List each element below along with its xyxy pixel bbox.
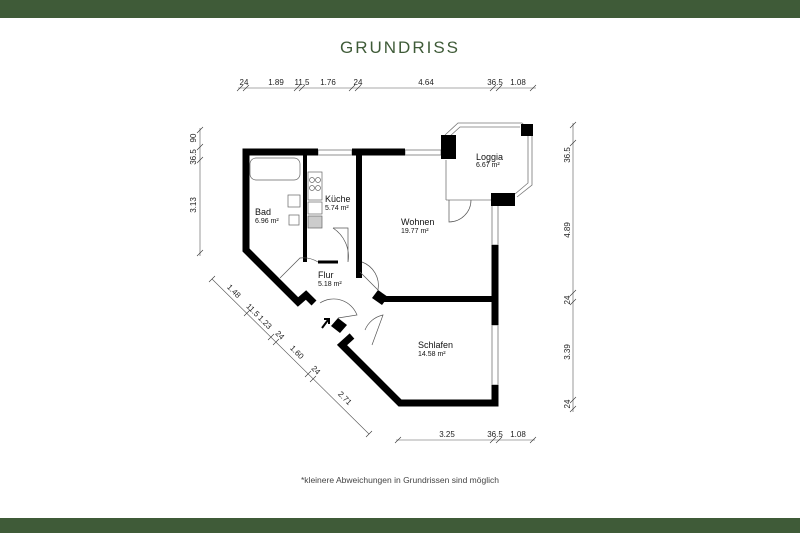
dim-bottom-1: 36.5 <box>487 430 503 439</box>
room-kueche-name: Küche <box>325 194 351 204</box>
dishwasher <box>307 215 323 229</box>
room-wohnen-area: 19.77 m² <box>401 228 429 235</box>
page-title: GRUNDRISS <box>339 38 460 57</box>
dim-diag-2: 1.23 <box>256 314 274 332</box>
dim-left-0: 90 <box>189 133 198 142</box>
dim-diag-5: 24 <box>309 364 322 377</box>
dim-top-4: 24 <box>354 78 363 87</box>
walls <box>242 148 499 407</box>
dim-top-2: 11.5 <box>295 78 311 87</box>
washbasin <box>287 194 301 208</box>
bathtub <box>249 157 301 181</box>
room-labels: Bad 6.96 m² Küche 5.74 m² Wohnen 19.77 m… <box>255 152 503 358</box>
dim-top-3: 1.76 <box>320 78 336 87</box>
top-bar <box>0 0 800 18</box>
dim-right-4: 24 <box>563 399 572 408</box>
room-flur-area: 5.18 m² <box>318 281 342 288</box>
dim-top-6: 36.5 <box>487 78 503 87</box>
entrance-arrow-icon <box>321 318 330 329</box>
dim-bottom-0: 3.25 <box>439 430 455 439</box>
dim-diag-6: 2.71 <box>336 390 354 408</box>
room-bad-name: Bad <box>255 207 271 217</box>
pillars <box>331 124 533 333</box>
dim-right-1: 4.89 <box>563 222 572 238</box>
room-schlafen-area: 14.58 m² <box>418 351 446 358</box>
sink <box>307 201 323 215</box>
dim-left-2: 3.13 <box>189 197 198 213</box>
room-flur-name: Flur <box>318 270 334 280</box>
toilet <box>288 214 300 226</box>
dim-right-3: 3.39 <box>563 344 572 360</box>
dim-right-2: 24 <box>563 295 572 304</box>
dim-diag-3: 24 <box>273 329 286 342</box>
room-bad-area: 6.96 m² <box>255 218 279 225</box>
dim-left-1: 36.5 <box>189 149 198 165</box>
room-loggia-area: 6.67 m² <box>476 162 500 169</box>
fixtures <box>249 157 323 229</box>
dim-diag-4: 1.60 <box>288 344 306 362</box>
dim-right-0: 36.5 <box>563 147 572 163</box>
room-wohnen-name: Wohnen <box>401 217 434 227</box>
doors <box>279 199 472 346</box>
dim-top-5: 4.64 <box>418 78 434 87</box>
dim-top-0: 24 <box>240 78 249 87</box>
disclaimer-note: *kleinere Abweichungen in Grundrissen si… <box>301 475 499 485</box>
dim-top-7: 1.08 <box>510 78 526 87</box>
dim-top-1: 1.89 <box>268 78 284 87</box>
bottom-bar <box>0 518 800 533</box>
stove <box>307 171 323 201</box>
room-schlafen-name: Schlafen <box>418 340 453 350</box>
room-loggia-name: Loggia <box>476 152 503 162</box>
room-kueche-area: 5.74 m² <box>325 205 349 212</box>
dim-diag-0: 1.48 <box>225 283 243 301</box>
dim-bottom-2: 1.08 <box>510 430 526 439</box>
dimension-lines <box>196 84 577 444</box>
